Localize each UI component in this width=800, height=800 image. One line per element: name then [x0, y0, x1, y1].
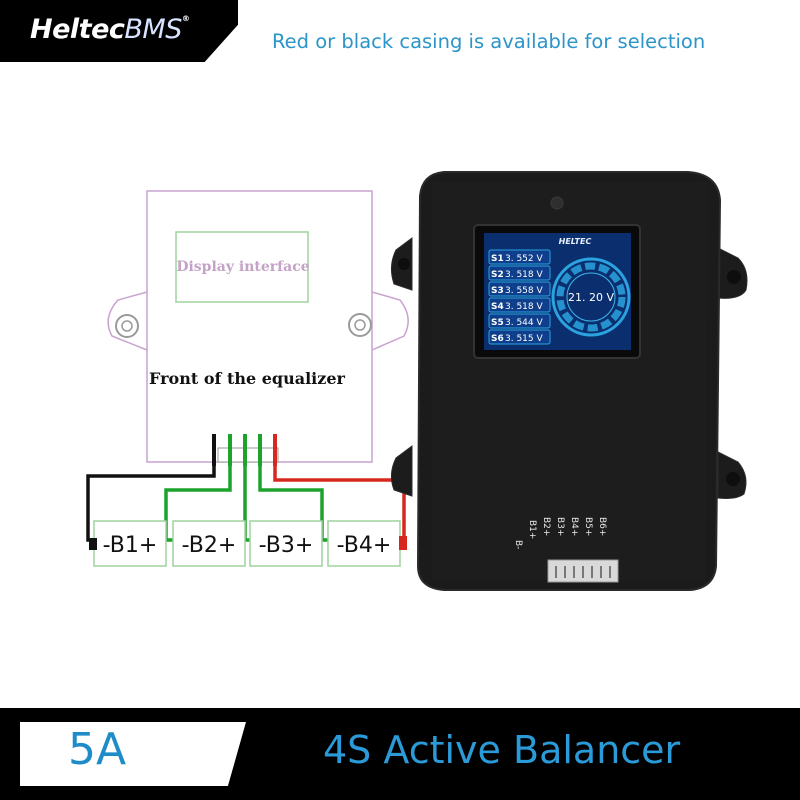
- lcd-cell-row: S6 3. 515 V: [488, 329, 551, 345]
- lcd-cell-tag: S1: [491, 254, 504, 264]
- cell-b4: -B4+: [327, 520, 401, 567]
- left-mount-lug: [107, 291, 148, 351]
- lcd-cell-row: S1 3. 552 V: [488, 249, 551, 265]
- lcd-cell-value: 3. 518 V: [505, 270, 543, 280]
- connector-pins: [212, 434, 277, 466]
- cell-b1: -B1+: [93, 520, 167, 567]
- front-of-equalizer-label: Front of the equalizer: [149, 369, 345, 388]
- cell-b2: -B2+: [172, 520, 246, 567]
- lcd-cell-tag: S5: [491, 318, 504, 328]
- lcd-cell-tag: S4: [491, 302, 504, 312]
- port-pins: [555, 566, 611, 578]
- display-interface-label: Display interface: [176, 259, 309, 275]
- logo-main-text: Heltec: [30, 14, 125, 45]
- indicator-hole: [550, 196, 564, 210]
- logo-banner: [0, 0, 238, 62]
- lcd-logo: HELTEC: [559, 237, 592, 246]
- left-mount-hole-inner: [121, 320, 133, 332]
- left-mount-hole-icon: [115, 314, 139, 338]
- lcd-cell-value: 3. 558 V: [505, 286, 543, 296]
- total-voltage-gauge: 21. 20 V: [551, 257, 631, 337]
- lcd-cell-list: S1 3. 552 V S2 3. 518 V S3 3. 558 V S4 3…: [488, 249, 551, 345]
- wire-b4-plus: [273, 466, 406, 540]
- lcd-cell-value: 3. 544 V: [505, 318, 543, 328]
- lcd-cell-tag: S3: [491, 286, 504, 296]
- lcd-cell-row: S5 3. 544 V: [488, 313, 551, 329]
- pin-label: B-: [513, 540, 523, 549]
- display-interface-box: [175, 231, 309, 303]
- right-mount-hole-icon: [348, 313, 372, 337]
- balance-connector: [217, 447, 279, 463]
- lcd-cell-tag: S2: [491, 270, 504, 280]
- pin-label: B1+: [527, 520, 537, 539]
- lcd-cell-value: 3. 518 V: [505, 302, 543, 312]
- lcd-cell-row: S3 3. 558 V: [488, 281, 551, 297]
- wire-b1-b2: [164, 466, 232, 542]
- pin-label: B3+: [555, 517, 565, 536]
- pin-label: B5+: [583, 517, 593, 536]
- right-mount-lug: [371, 291, 409, 351]
- cell-b3: -B3+: [249, 520, 323, 567]
- lcd-cell-tag: S6: [491, 334, 504, 344]
- right-mount-hole-inner: [354, 319, 366, 331]
- cell-b4-label: -B4+: [337, 533, 392, 558]
- total-voltage-value: 21. 20 V: [568, 291, 614, 304]
- terminal-b1-minus: [89, 538, 97, 550]
- cell-b1-label: -B1+: [103, 533, 158, 558]
- current-rating: 5A: [68, 724, 127, 775]
- cell-b2-label: -B2+: [182, 533, 237, 558]
- lcd-cell-value: 3. 515 V: [505, 334, 543, 344]
- wire-b3-b4: [258, 466, 330, 542]
- brand-logo: HeltecBMS®: [30, 14, 190, 45]
- lcd-cell-value: 3. 552 V: [505, 254, 543, 264]
- product-name: 4S Active Balancer: [323, 728, 681, 772]
- casing-note: Red or black casing is available for sel…: [272, 30, 706, 53]
- lcd-cell-row: S2 3. 518 V: [488, 265, 551, 281]
- cell-b3-label: -B3+: [259, 533, 314, 558]
- terminal-b4-plus: [399, 536, 407, 550]
- lcd-cell-row: S4 3. 518 V: [488, 297, 551, 313]
- pin-label: B4+: [569, 517, 579, 536]
- pin-label: B2+: [541, 517, 551, 536]
- pin-labels: B- B1+ B2+ B3+ B4+ B5+ B6+: [513, 517, 607, 549]
- logo-suffix-text: BMS: [124, 14, 182, 45]
- logo-trademark: ®: [181, 14, 190, 23]
- mount-ears: [390, 237, 748, 499]
- current-badge: [20, 722, 246, 786]
- pin-label: B6+: [597, 517, 607, 536]
